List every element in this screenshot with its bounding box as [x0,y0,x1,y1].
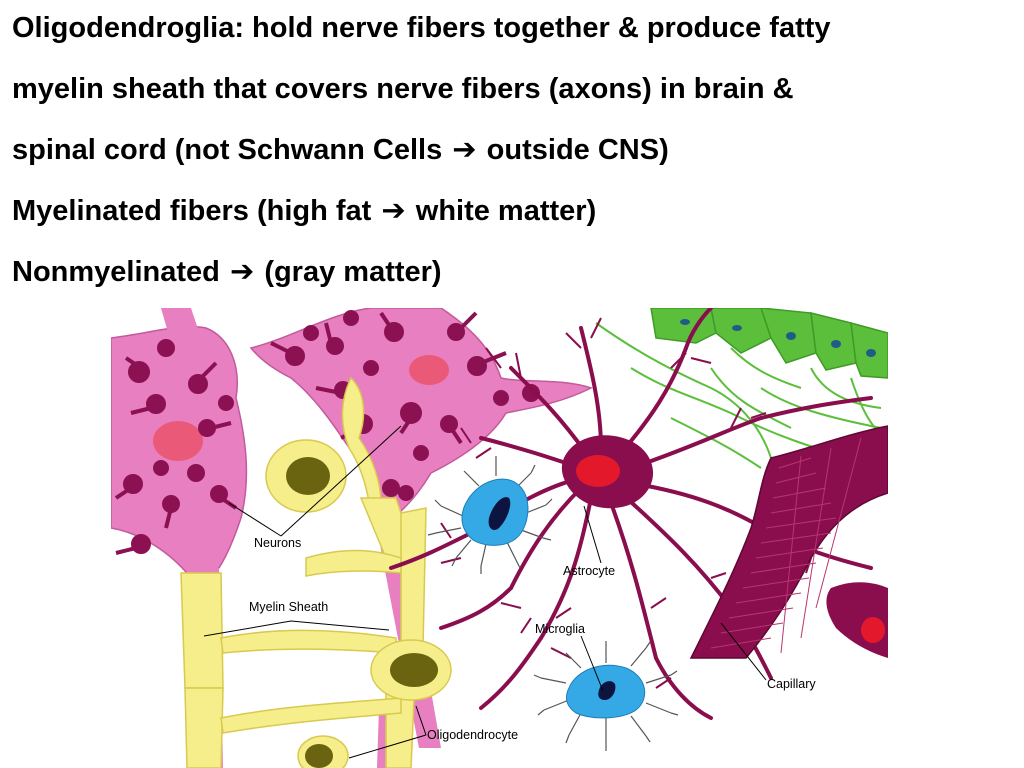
oligodendrocyte-nucleus [390,653,438,687]
text-line: Nonmyelinated ➔ (gray matter) [12,244,1012,305]
slide-text: Oligodendroglia: hold nerve fibers toget… [12,0,1012,305]
text-segment: (gray matter) [264,256,442,288]
text-segment: myelin sheath that covers nerve fibers (… [12,73,794,105]
label-astrocyte: Astrocyte [563,564,615,578]
microglia-nucleus [488,497,511,530]
oligodendrocytes [265,439,452,768]
capillary-nucleus [861,617,885,643]
arrow-right-icon: ➔ [381,195,406,227]
neuron-nucleus [409,355,449,385]
text-line: Myelinated fibers (high fat ➔ white matt… [12,183,1012,244]
label-myelin-sheath: Myelin Sheath [249,600,328,614]
microglia-spines [533,641,679,751]
text-segment: Myelinated fibers (high fat [12,195,372,227]
neuron-nucleus [153,421,203,461]
oligodendrocyte-nucleus [286,457,330,495]
microglia-cell [427,456,553,574]
microglia-cell [533,641,679,751]
astrocyte-nucleus [576,455,620,487]
text-segment: Oligodendroglia: hold nerve fibers toget… [12,12,831,44]
glial-cells-diagram: Neurons Myelin Sheath Astrocyte Microgli… [111,308,888,768]
microglia-spines [427,456,553,574]
myelin-sheaths [180,376,427,768]
arrow-right-icon: ➔ [452,134,477,166]
microglia-nucleus [598,681,616,700]
epithelium-nuclei [680,319,876,357]
capillary-texture [710,437,862,654]
text-line: Oligodendroglia: hold nerve fibers toget… [12,0,1012,61]
text-segment: outside CNS) [486,134,669,166]
label-oligodendrocyte: Oligodendrocyte [427,728,518,742]
text-line: myelin sheath that covers nerve fibers (… [12,61,1012,122]
label-capillary: Capillary [767,677,816,691]
diagram-svg: Neurons Myelin Sheath Astrocyte Microgli… [111,308,888,768]
label-microglia: Microglia [535,622,585,636]
text-segment: white matter) [415,195,597,227]
text-segment: spinal cord (not Schwann Cells [12,134,443,166]
text-line: spinal cord (not Schwann Cells ➔ outside… [12,122,1012,183]
text-segment: Nonmyelinated [12,256,220,288]
neuron-left-dendrite [161,308,201,343]
arrow-right-icon: ➔ [229,256,255,288]
leader-lines [203,425,767,759]
capillary [689,425,888,659]
oligodendrocyte-nucleus [305,744,333,768]
epithelium [595,308,888,469]
label-neurons: Neurons [254,536,301,550]
